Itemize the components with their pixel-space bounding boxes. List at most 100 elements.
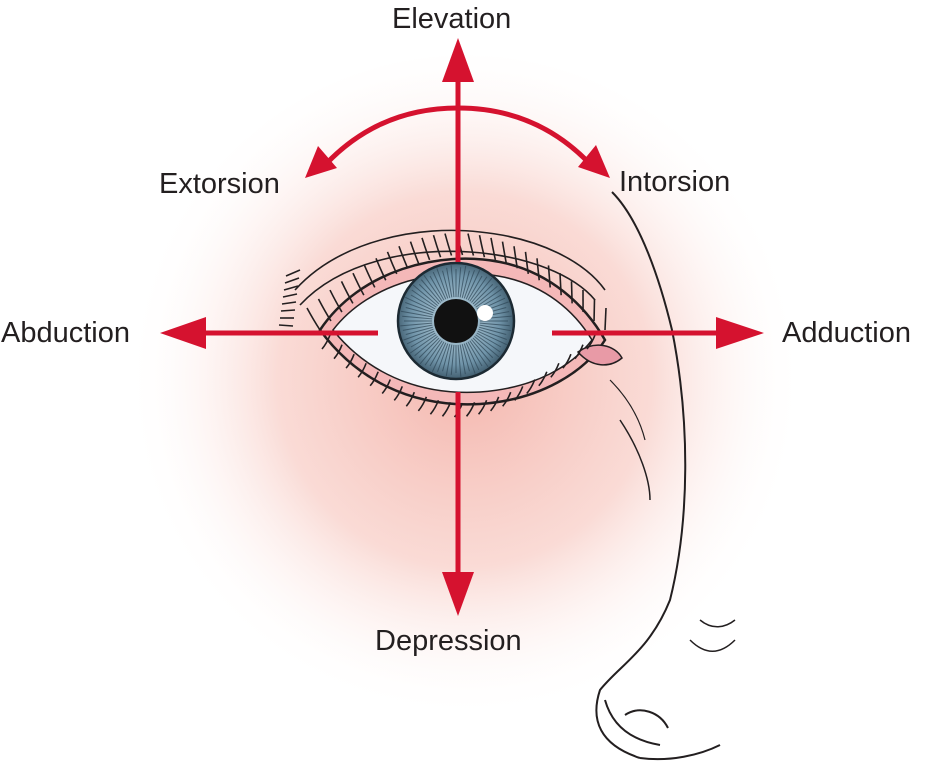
iris-striation: [429, 275, 445, 301]
upper-eyelash: [421, 237, 431, 261]
upper-eyelash: [467, 233, 475, 256]
lower-eyelash: [586, 334, 596, 350]
upper-eyelash: [317, 298, 332, 322]
iris-striation: [405, 326, 433, 335]
iris-striation: [405, 307, 433, 316]
lower-eyelash: [333, 344, 343, 360]
lower-eyelash: [526, 379, 536, 395]
lower-eyelash: [562, 353, 572, 369]
iris-striation: [471, 277, 493, 303]
intorsion-arrowhead: [578, 145, 610, 178]
iris-striation: [402, 324, 433, 331]
iris-striation: [465, 270, 481, 300]
iris-striation: [403, 328, 434, 341]
upper-eyelash: [604, 307, 607, 331]
iris-striation: [411, 289, 437, 308]
lower-eyelash: [321, 334, 331, 350]
lower-eyelash: [429, 399, 440, 415]
iris-striation: [461, 344, 470, 372]
iris-striation: [405, 296, 435, 312]
iris-striation: [471, 339, 492, 363]
iris-striation: [432, 271, 447, 300]
iris-striation: [402, 315, 433, 320]
lower-eyelash: [441, 402, 452, 417]
pupil-highlight: [477, 305, 493, 321]
iris-striation: [457, 344, 462, 377]
iris-striation: [479, 326, 507, 335]
iris-striation: [410, 294, 436, 310]
iris-striation: [400, 310, 433, 318]
corner-crease-line: [282, 293, 298, 298]
lower-eyelash: [574, 344, 584, 360]
label-adduction: Adduction: [782, 317, 911, 349]
iris-striation: [469, 340, 489, 368]
iris-striation: [463, 343, 476, 374]
upper-eyelash: [501, 241, 508, 264]
iris-striation: [459, 265, 467, 298]
upper-lid-folds: [294, 229, 606, 306]
elevation-arrowhead: [442, 38, 474, 82]
lower-eyelash: [381, 379, 391, 395]
iris-striation: [446, 267, 453, 298]
iris-striation: [412, 284, 438, 306]
iris-striation: [477, 330, 507, 346]
upper-eyelash: [536, 258, 541, 281]
corner-crease-line: [281, 301, 297, 305]
lower-eyelash: [405, 391, 416, 407]
iris-striation: [419, 339, 441, 365]
upper-eyelash: [329, 289, 343, 313]
lower-eyelash: [357, 362, 367, 378]
corner-crease-line: [284, 277, 300, 284]
iris-striation: [461, 270, 470, 298]
upper-eyelash: [306, 307, 321, 331]
iris-striation: [474, 336, 500, 358]
upper-eyelash: [570, 281, 573, 304]
eye-illustration-icon: [278, 232, 623, 418]
lower-eyelash: [502, 391, 512, 407]
iris-striation: [431, 342, 447, 372]
upper-eyelash: [363, 265, 376, 288]
upper-eyelash: [444, 233, 453, 256]
iris-striation: [467, 341, 483, 367]
label-abduction: Abduction: [1, 317, 130, 349]
abduction-arrowhead: [160, 317, 206, 349]
iris-striation: [450, 265, 455, 298]
iris-striation: [472, 337, 494, 359]
adduction-arrowhead: [716, 317, 764, 349]
iris-striation: [459, 344, 466, 375]
lower-eyelash: [465, 402, 476, 417]
iris-striation: [457, 267, 462, 298]
iris-striation: [400, 322, 433, 327]
iris-striation: [406, 330, 435, 345]
iris-striation: [478, 328, 507, 340]
iris-striation: [463, 270, 475, 299]
depression-arrowhead: [442, 572, 474, 616]
iris-striation: [445, 344, 453, 377]
iris-striation: [479, 324, 512, 332]
iris-striation: [423, 274, 443, 302]
lower-eyelash: [345, 353, 355, 369]
lower-eyelash: [477, 399, 488, 415]
upper-eyelash: [409, 241, 420, 264]
upper-eyelash: [340, 281, 354, 304]
upper-eyelash: [432, 234, 442, 258]
upper-eyelash: [375, 257, 387, 281]
iris-striation: [472, 283, 494, 305]
eyelashes: [278, 232, 607, 418]
corner-crease-line: [280, 309, 296, 312]
iris-striation: [414, 336, 438, 357]
iris-striation: [436, 268, 449, 299]
lower-eyelash: [550, 362, 560, 378]
label-depression: Depression: [375, 625, 522, 657]
iris-striation: [437, 343, 449, 372]
upper-eyelash: [524, 251, 530, 274]
corner-crease-line: [283, 285, 299, 291]
iris-striation: [409, 334, 437, 354]
upper-eyelash: [478, 235, 486, 258]
iris-striation: [405, 302, 434, 314]
iris-striation: [429, 341, 445, 367]
upper-eyelash: [513, 246, 519, 269]
nose-outline-icon: [595, 191, 736, 761]
upper-eyelash: [490, 237, 497, 261]
